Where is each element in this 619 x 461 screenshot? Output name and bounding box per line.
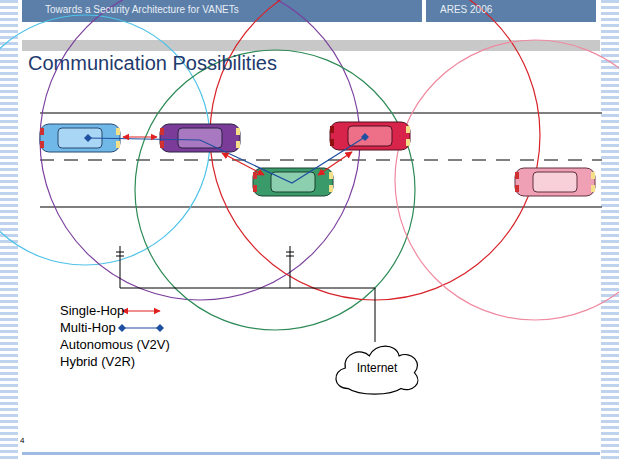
- road-edge: [40, 206, 602, 207]
- radio-range: [395, 40, 619, 320]
- multi-hop-path: [88, 137, 365, 183]
- legend-sample: [122, 327, 160, 328]
- car: [515, 168, 595, 196]
- single-hop-arrow: [123, 136, 157, 137]
- side-stripes: [0, 0, 18, 461]
- legend-entry: Autonomous (V2V): [60, 337, 170, 352]
- lane-divider: [40, 160, 602, 161]
- slide-title: Communication Possibilities: [28, 52, 277, 75]
- car: [160, 124, 240, 152]
- roadside-unit-wiring: [116, 246, 375, 342]
- hop-diamond: [361, 133, 369, 141]
- legend-text: Single-Hop: [60, 303, 124, 318]
- road-edge: [40, 112, 602, 113]
- header-bar: [22, 0, 422, 22]
- legend-entry: Hybrid (V2R): [60, 354, 135, 369]
- single-hop-arrow: [222, 153, 264, 175]
- legend-sample: [118, 324, 164, 332]
- page-number: 4: [20, 436, 24, 445]
- car: [330, 122, 410, 150]
- hop-diamond: [84, 134, 92, 142]
- legend-sample: [122, 310, 160, 311]
- single-hop-arrow: [318, 152, 352, 175]
- radio-range: [40, 0, 360, 300]
- legend-text: Multi-Hop: [60, 320, 116, 335]
- header-text: ARES 2006: [440, 4, 492, 15]
- legend-text: Hybrid (V2R): [60, 354, 135, 369]
- bottom-rule: [22, 452, 600, 455]
- legend-entry: Single-Hop: [60, 303, 124, 318]
- header-text: Towards a Security Architecture for VANE…: [45, 4, 239, 15]
- header-bar: [426, 0, 596, 22]
- radio-range: [210, 0, 540, 300]
- legend-entry: Multi-Hop: [60, 320, 116, 335]
- node-text: Internet: [357, 361, 398, 375]
- cloud-node: Internet: [329, 340, 425, 396]
- side-stripes: [601, 0, 619, 461]
- legend-text: Autonomous (V2V): [60, 337, 170, 352]
